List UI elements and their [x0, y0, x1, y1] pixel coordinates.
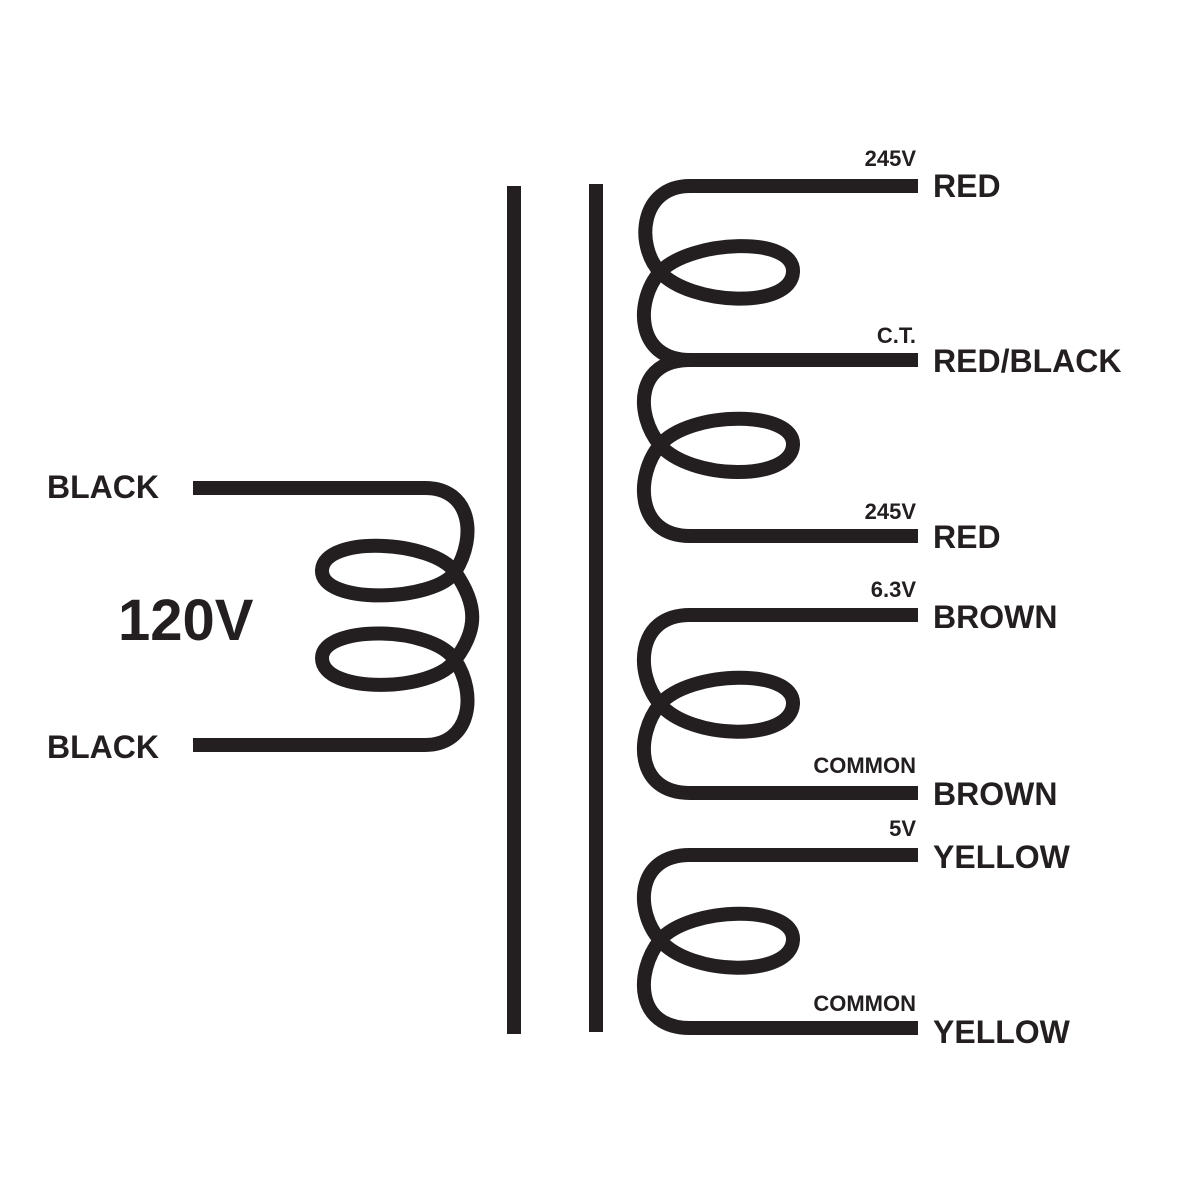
tap-voltage-label: COMMON	[813, 991, 916, 1016]
primary-winding	[193, 481, 480, 752]
tap-voltage-label: 6.3V	[871, 577, 917, 602]
tap-voltage-label: C.T.	[877, 323, 916, 348]
tap-voltage-label: 245V	[865, 146, 917, 171]
wire-color-label: BROWN	[933, 776, 1057, 812]
primary-lead-label-top: BLACK	[47, 469, 159, 505]
wire-color-label: RED/BLACK	[933, 343, 1121, 379]
secondary-hv-winding-lower	[636, 353, 918, 543]
tap-voltage-label: 5V	[889, 816, 916, 841]
tap-voltage-label: COMMON	[813, 753, 916, 778]
tap-voltage-label: 245V	[865, 499, 917, 524]
secondary-hv-winding-upper	[636, 179, 918, 367]
wire-color-label: RED	[933, 519, 1001, 555]
secondary-rectifier-winding	[636, 848, 918, 1035]
secondary-heater-winding	[636, 608, 918, 800]
wire-color-label: BROWN	[933, 599, 1057, 635]
primary-voltage-label: 120V	[118, 588, 254, 653]
wire-color-label: YELLOW	[933, 839, 1071, 875]
primary-lead-label-bottom: BLACK	[47, 729, 159, 765]
wire-color-label: RED	[933, 168, 1001, 204]
wire-color-label: YELLOW	[933, 1014, 1071, 1050]
